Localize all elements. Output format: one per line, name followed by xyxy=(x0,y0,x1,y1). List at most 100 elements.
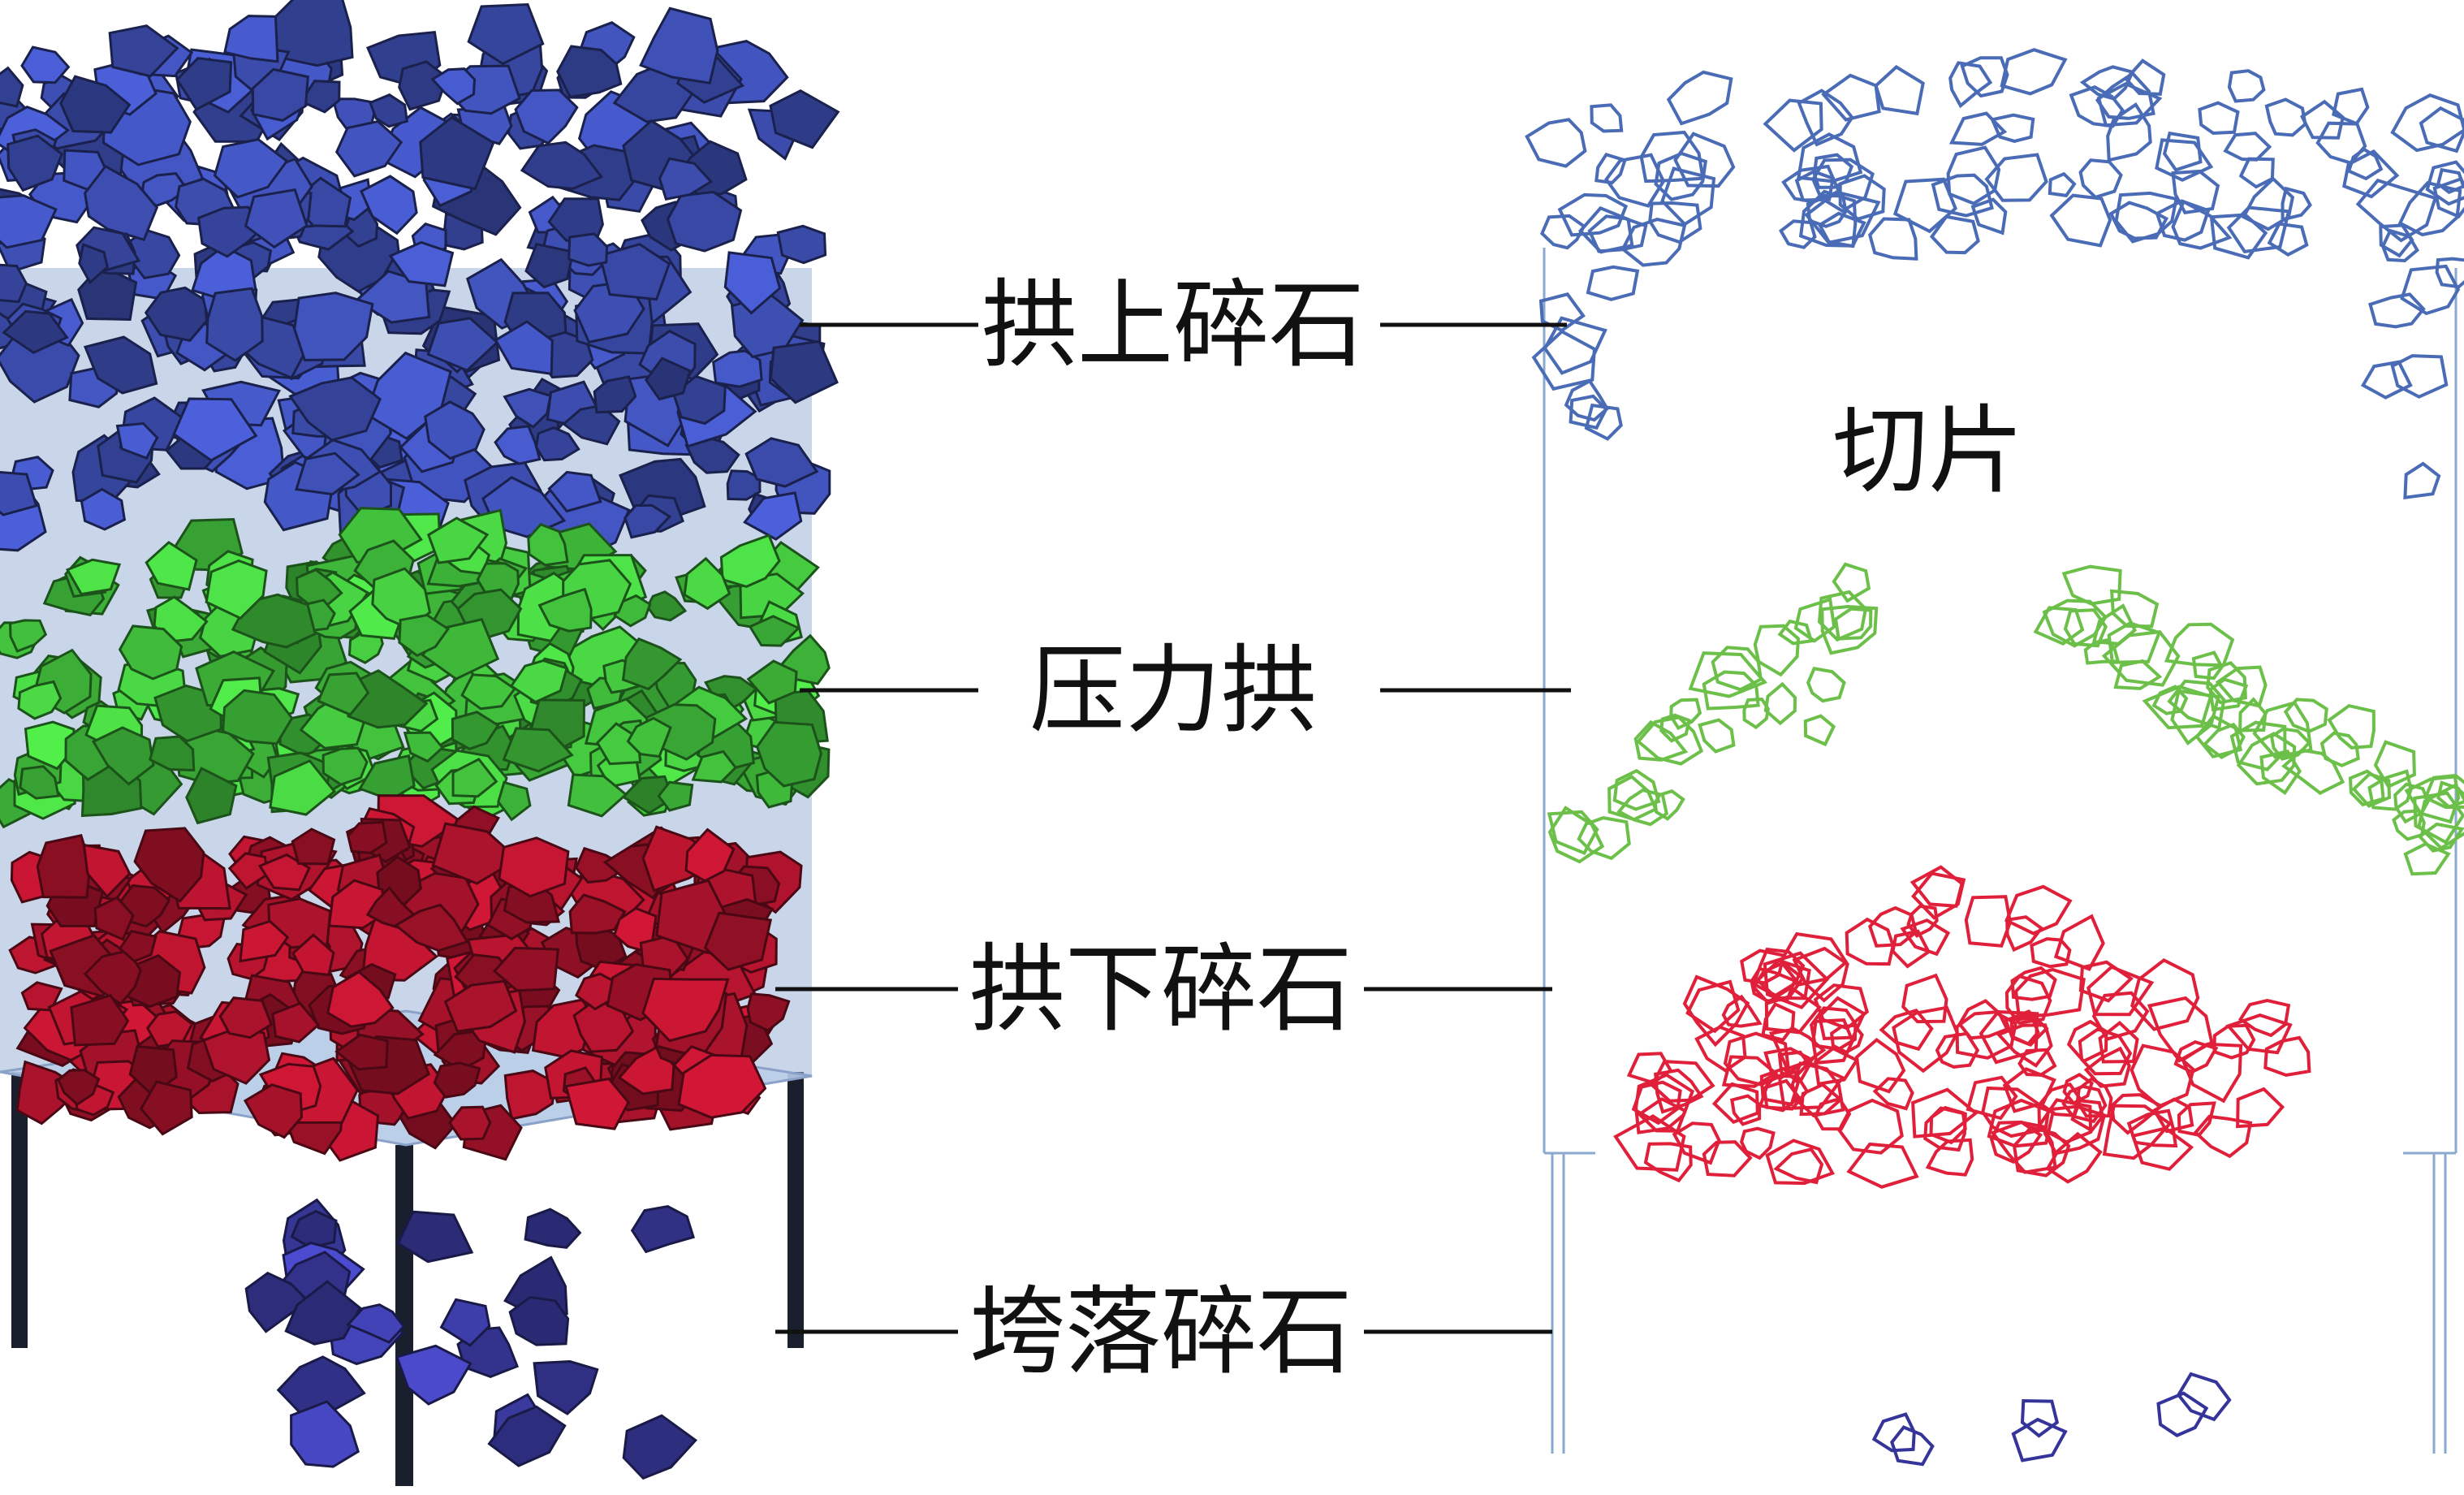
gravel-outline xyxy=(2393,782,2431,824)
gravel-rock xyxy=(115,421,159,460)
gravel-rock xyxy=(626,716,672,758)
gravel-outline xyxy=(1531,329,1596,391)
gravel-rock xyxy=(393,903,469,953)
gravel-outline xyxy=(2156,1391,2209,1437)
gravel-outline xyxy=(2035,1098,2093,1144)
gravel-rock xyxy=(621,637,683,691)
gravel-rock xyxy=(326,970,395,1028)
gravel-outline xyxy=(2110,1093,2164,1135)
gravel-outline xyxy=(2171,169,2220,214)
gravel-rock xyxy=(293,292,374,362)
gravel-rock xyxy=(108,24,179,78)
gravel-rock xyxy=(0,194,58,249)
gravel-outline xyxy=(2193,1114,2253,1159)
gravel-rock xyxy=(497,780,532,822)
gravel-outline xyxy=(2236,732,2297,786)
gravel-rock xyxy=(712,349,763,388)
gravel-outline xyxy=(2425,160,2464,206)
gravel-rock xyxy=(36,834,92,899)
gravel-rock xyxy=(677,1053,767,1119)
gravel-rock xyxy=(83,335,158,395)
gravel-outline xyxy=(1948,111,2008,146)
gravel-rock xyxy=(290,1400,360,1468)
gravel-rock xyxy=(448,1105,492,1141)
gravel-outline xyxy=(2236,1087,2285,1129)
gravel-rock xyxy=(593,375,637,414)
gravel-outline xyxy=(2002,1067,2056,1113)
gravel-outline xyxy=(1751,961,1806,1005)
gravel-rock xyxy=(82,843,132,899)
gravel-outline xyxy=(1990,113,2035,143)
gravel-outline xyxy=(1547,810,1599,856)
label-slice: 切片 xyxy=(1832,395,2025,507)
gravel-rock xyxy=(746,659,798,705)
gravel-rock xyxy=(205,559,268,620)
gravel-outline xyxy=(2360,360,2413,400)
gravel-rock xyxy=(172,397,258,462)
gravel-outline xyxy=(1698,718,1736,754)
gravel-outline xyxy=(1931,173,1994,218)
gravel-rock xyxy=(533,1359,599,1415)
gravel-outline xyxy=(2225,1013,2293,1055)
gravel-outline xyxy=(2252,701,2313,759)
gravel-rock xyxy=(19,765,60,800)
gravel-outline xyxy=(2083,1046,2131,1088)
gravel-outline xyxy=(2113,659,2163,690)
gravel-outline xyxy=(1525,118,1587,168)
leader-lines xyxy=(775,322,1571,1334)
gravel-rock xyxy=(133,827,205,903)
gravel-rock xyxy=(595,722,642,766)
gravel-outline xyxy=(1989,1120,2043,1164)
gravel-rock xyxy=(334,1033,389,1071)
gravel-outline xyxy=(1590,103,1624,133)
gravel-rock xyxy=(145,541,198,591)
gravel-rock xyxy=(291,827,336,866)
gravel-outline xyxy=(2130,958,2200,1031)
gravel-outline xyxy=(2096,81,2163,127)
gravel-outline xyxy=(1797,89,1854,147)
gravel-rock xyxy=(398,613,451,658)
gravel-outline xyxy=(1639,130,1705,184)
gravel-rock xyxy=(271,1001,321,1043)
gravel-outline xyxy=(2209,213,2268,260)
lower-gravel-outlines xyxy=(1613,865,2311,1189)
gravel-outline xyxy=(1911,871,1966,920)
gravel-outline xyxy=(1666,70,1733,126)
gravel-outline xyxy=(2033,606,2085,646)
gravel-outline xyxy=(2436,780,2464,809)
gravel-outline xyxy=(1654,1068,1704,1114)
gravel-rock xyxy=(644,356,692,401)
gravel-outline xyxy=(1874,65,1925,116)
gravel-outline xyxy=(2281,186,2312,222)
gravel-outline xyxy=(1634,1073,1695,1134)
gravel-outline xyxy=(2000,48,2068,96)
gravel-rock xyxy=(185,767,238,825)
gravel-rock xyxy=(269,759,337,816)
gravel-outline xyxy=(2061,564,2122,606)
gravel-rock xyxy=(426,317,499,372)
gravel-rock xyxy=(426,516,490,564)
gravel-outline xyxy=(1768,1027,1827,1071)
gravel-outline xyxy=(1779,931,1849,987)
gravel-outline xyxy=(2151,1097,2194,1134)
gravel-outline xyxy=(1758,1078,1802,1113)
gravel-outline xyxy=(1723,1031,1791,1087)
gravel-outline xyxy=(2083,638,2121,665)
gravel-rock xyxy=(347,820,388,854)
gravel-outline xyxy=(1868,905,1918,948)
gravel-rock xyxy=(295,452,360,496)
gravel-outline xyxy=(1569,394,1608,430)
gravel-outline xyxy=(1901,973,1948,1024)
gravel-rock xyxy=(639,6,719,84)
gravel-rock xyxy=(20,45,71,84)
gravel-rock xyxy=(503,387,552,429)
gravel-outline xyxy=(1797,132,1863,184)
gravel-outline xyxy=(2005,915,2044,953)
gravel-rock xyxy=(514,89,579,145)
gravel-rock xyxy=(317,672,370,716)
gravel-rock xyxy=(118,624,183,681)
gravel-outline xyxy=(1607,775,1659,822)
gravel-outline xyxy=(1946,145,2001,205)
gravel-rock xyxy=(691,750,738,784)
gravel-rock xyxy=(396,1210,474,1264)
